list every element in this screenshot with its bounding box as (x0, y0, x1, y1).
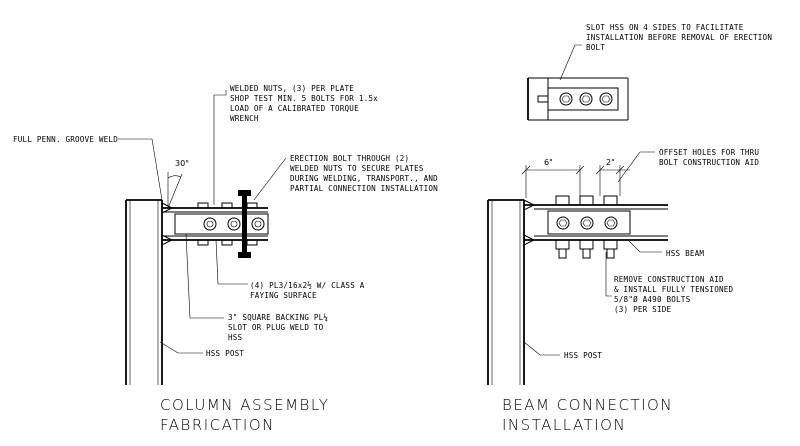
dimension-6-label: 6" (544, 158, 553, 167)
column-assembly-detail: 30° (118, 90, 287, 385)
dimension-2-label: 2" (606, 158, 615, 167)
leaders-left (118, 90, 287, 354)
leaders-right (523, 151, 662, 356)
hss-beam (523, 199, 668, 246)
note-backing-plate: 3" SQUARE BACKING PL¼ SLOT OR PLUG WELD … (228, 313, 333, 342)
note-slot-hss: SLOT HSS ON 4 SIDES TO FACILITATE INSTAL… (586, 23, 777, 52)
note-erection-bolt: ERECTION BOLT THROUGH (2) WELDED NUTS TO… (290, 154, 443, 193)
title-beam-connection: BEAM CONNECTION INSTALLATION (502, 396, 679, 434)
bolts-right (555, 195, 618, 259)
note-hss-post-right: HSS POST (564, 351, 602, 360)
hss-post-right (487, 199, 525, 385)
groove-weld-left (161, 202, 174, 246)
slot-plan-view (527, 44, 629, 121)
dimensions-right: 6" 2" (521, 158, 630, 198)
note-remove-aid: REMOVE CONSTRUCTION AID & INSTALL FULLY … (614, 275, 738, 314)
note-plates: (4) PL3/16x2½ W/ CLASS A FAYING SURFACE (250, 281, 369, 300)
note-hss-beam: HSS BEAM (666, 249, 704, 258)
title-column-assembly: COLUMN ASSEMBLY FABRICATION (160, 396, 336, 434)
note-full-penn-weld: FULL PENN. GROOVE WELD (13, 135, 118, 144)
erection-bolt (238, 190, 251, 258)
angle-dimension: 30° (167, 159, 189, 209)
note-hss-post-left: HSS POST (206, 349, 244, 358)
note-offset-holes: OFFSET HOLES FOR THRU BOLT CONSTRUCTION … (659, 148, 764, 167)
hss-post-left (125, 199, 163, 385)
bolt-holes-left (203, 217, 265, 231)
note-welded-nuts: WELDED NUTS, (3) PER PLATE SHOP TEST MIN… (230, 84, 383, 123)
angle-label: 30° (175, 159, 189, 168)
